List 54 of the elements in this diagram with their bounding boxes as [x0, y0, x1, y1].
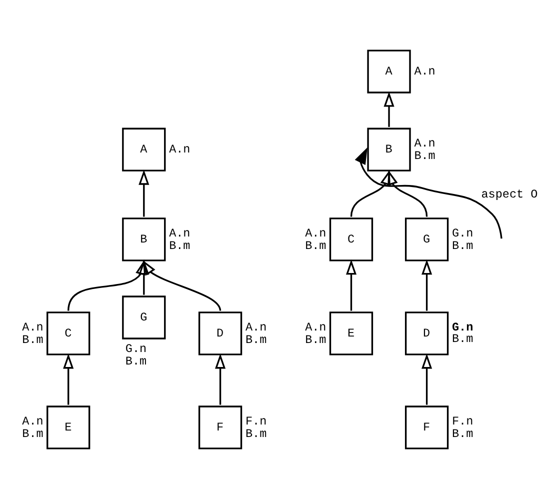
node-label: A.n	[245, 320, 267, 334]
node-box: F	[404, 405, 449, 449]
node-label: A.n	[22, 414, 44, 428]
arrow	[138, 259, 150, 294]
node-label: B.m	[22, 426, 44, 440]
node-label: B.m	[414, 148, 436, 163]
arrow	[346, 259, 357, 310]
arrow	[215, 353, 226, 404]
node-box: G	[122, 295, 166, 339]
arrow	[422, 353, 432, 404]
arrow	[63, 353, 74, 404]
arrow	[138, 169, 150, 216]
edge-label: aspect O	[481, 187, 538, 202]
node-box: A	[122, 127, 166, 171]
arrow	[422, 259, 432, 310]
node-label: A.n	[305, 226, 326, 240]
node-label: G.n	[452, 226, 474, 240]
node-label: B.m	[169, 238, 190, 252]
node-label: B.m	[125, 354, 147, 368]
node-label: B.m	[245, 426, 267, 440]
node-label: G.n	[452, 320, 474, 334]
node-label: B.m	[452, 332, 474, 346]
node-box: B	[122, 217, 166, 261]
node-label: A.n	[169, 226, 190, 240]
node-box: D	[198, 311, 242, 355]
node-box: C	[46, 311, 90, 355]
node-label: A.n	[414, 64, 436, 78]
node-box: G	[404, 217, 449, 261]
node-label: B.m	[22, 332, 44, 346]
arrow	[350, 169, 390, 216]
node-box: B	[367, 127, 411, 171]
node-label: B.m	[452, 426, 474, 440]
node-label: A.n	[22, 320, 44, 334]
node-box: D	[404, 311, 449, 355]
node-box: E	[329, 311, 374, 355]
node-label: A.n	[305, 320, 326, 334]
node-label: A.n	[414, 136, 436, 150]
arrow	[384, 91, 394, 126]
node-label: B.m	[452, 238, 474, 252]
arrow	[68, 259, 146, 310]
node-label: B.m	[305, 332, 326, 346]
node-label: F.n	[452, 414, 474, 428]
node-label: B.m	[245, 332, 267, 346]
node-box: F	[198, 405, 242, 449]
arrow	[142, 259, 222, 310]
arrow	[354, 146, 502, 238]
node-box: C	[329, 217, 374, 261]
node-label: B.m	[305, 238, 326, 252]
arrow	[388, 169, 428, 216]
node-label: A.n	[169, 142, 190, 156]
node-box: E	[46, 405, 90, 449]
node-label: F.n	[245, 414, 267, 428]
node-box: A	[367, 49, 411, 93]
node-label: G.n	[125, 342, 147, 356]
